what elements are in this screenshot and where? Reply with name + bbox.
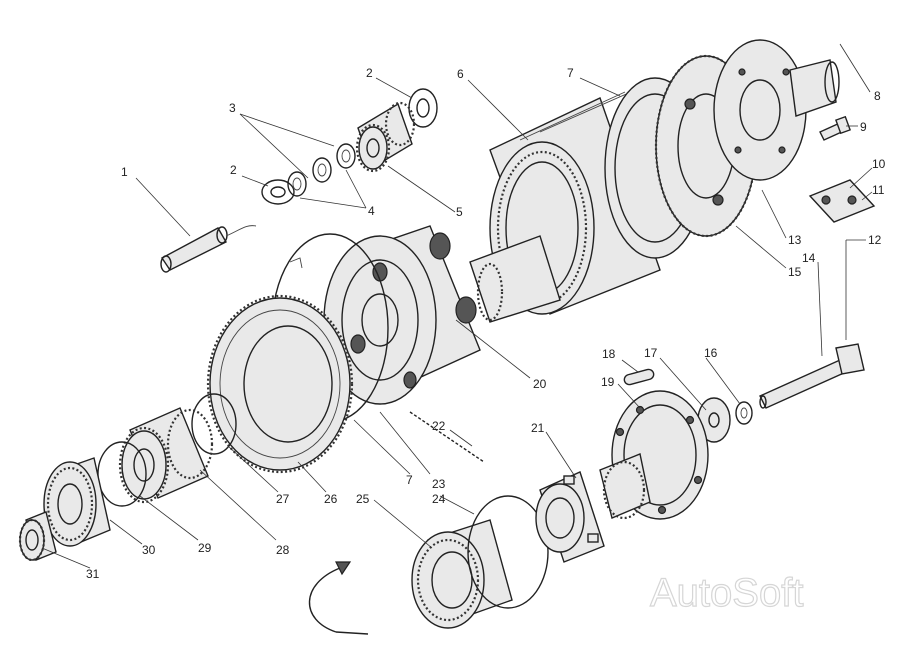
- callout-labels: 1 2 2 3 4 5 6 7 7 8 9 10 11 12 13 14 15 …: [86, 66, 886, 581]
- part-snap-ring: [191, 393, 237, 455]
- part-castellated-nut: [535, 471, 605, 563]
- callout-27: 27: [276, 492, 290, 506]
- part-splined-coupling: [43, 457, 111, 547]
- callout-4: 4: [368, 204, 375, 218]
- callout-26: 26: [324, 492, 338, 506]
- callout-18: 18: [602, 347, 616, 361]
- part-planet-carrier: [323, 225, 561, 405]
- callout-23: 23: [432, 477, 446, 491]
- callout-2-upper: 2: [366, 66, 373, 80]
- callout-10: 10: [872, 157, 886, 171]
- part-satellite-gear: [355, 101, 416, 173]
- callout-8: 8: [874, 89, 881, 103]
- callout-5: 5: [456, 205, 463, 219]
- part-pin: [160, 225, 257, 273]
- part-thrust-washer-lower: [261, 179, 295, 205]
- part-sun-gear: [118, 407, 214, 504]
- callout-22: 22: [432, 419, 446, 433]
- part-needle-bearing: [18, 511, 57, 562]
- callout-20: 20: [533, 377, 547, 391]
- callout-16: 16: [704, 346, 718, 360]
- callout-24: 24: [432, 492, 446, 506]
- callout-11: 11: [872, 183, 885, 197]
- callout-9: 9: [860, 120, 867, 134]
- callout-25: 25: [356, 492, 370, 506]
- leader-lines: [41, 43, 873, 569]
- callout-15: 15: [788, 265, 802, 279]
- part-bolt: [819, 115, 851, 141]
- part-key: [623, 368, 655, 386]
- callout-17: 17: [644, 346, 658, 360]
- callout-7-lower: 7: [406, 473, 413, 487]
- part-long-bolt: [759, 343, 865, 409]
- callout-12: 12: [868, 233, 882, 247]
- part-drive-flange: [599, 390, 709, 520]
- part-bearing-snap-ring: [467, 495, 549, 609]
- callout-6: 6: [457, 67, 464, 81]
- callout-13: 13: [788, 233, 802, 247]
- rotation-direction-arrow: [308, 561, 369, 635]
- part-end-cover: [713, 39, 840, 181]
- part-roller-bearing: [411, 519, 513, 629]
- callout-3: 3: [229, 101, 236, 115]
- part-lock-plate: [808, 179, 876, 223]
- part-crown-gear: [206, 294, 354, 474]
- callout-28: 28: [276, 543, 290, 557]
- part-spacer-rings: [287, 143, 356, 197]
- callout-30: 30: [142, 543, 156, 557]
- callout-7-upper: 7: [567, 66, 574, 80]
- callout-31: 31: [86, 567, 100, 581]
- callout-14: 14: [802, 251, 816, 265]
- part-lock-washer: [735, 401, 753, 425]
- callout-21: 21: [531, 421, 545, 435]
- watermark-text: AutoSoft: [650, 571, 803, 615]
- callout-19: 19: [601, 375, 615, 389]
- part-needle-pin: [409, 411, 485, 463]
- callout-29: 29: [198, 541, 212, 555]
- callout-2-lower: 2: [230, 163, 237, 177]
- callout-1: 1: [121, 165, 128, 179]
